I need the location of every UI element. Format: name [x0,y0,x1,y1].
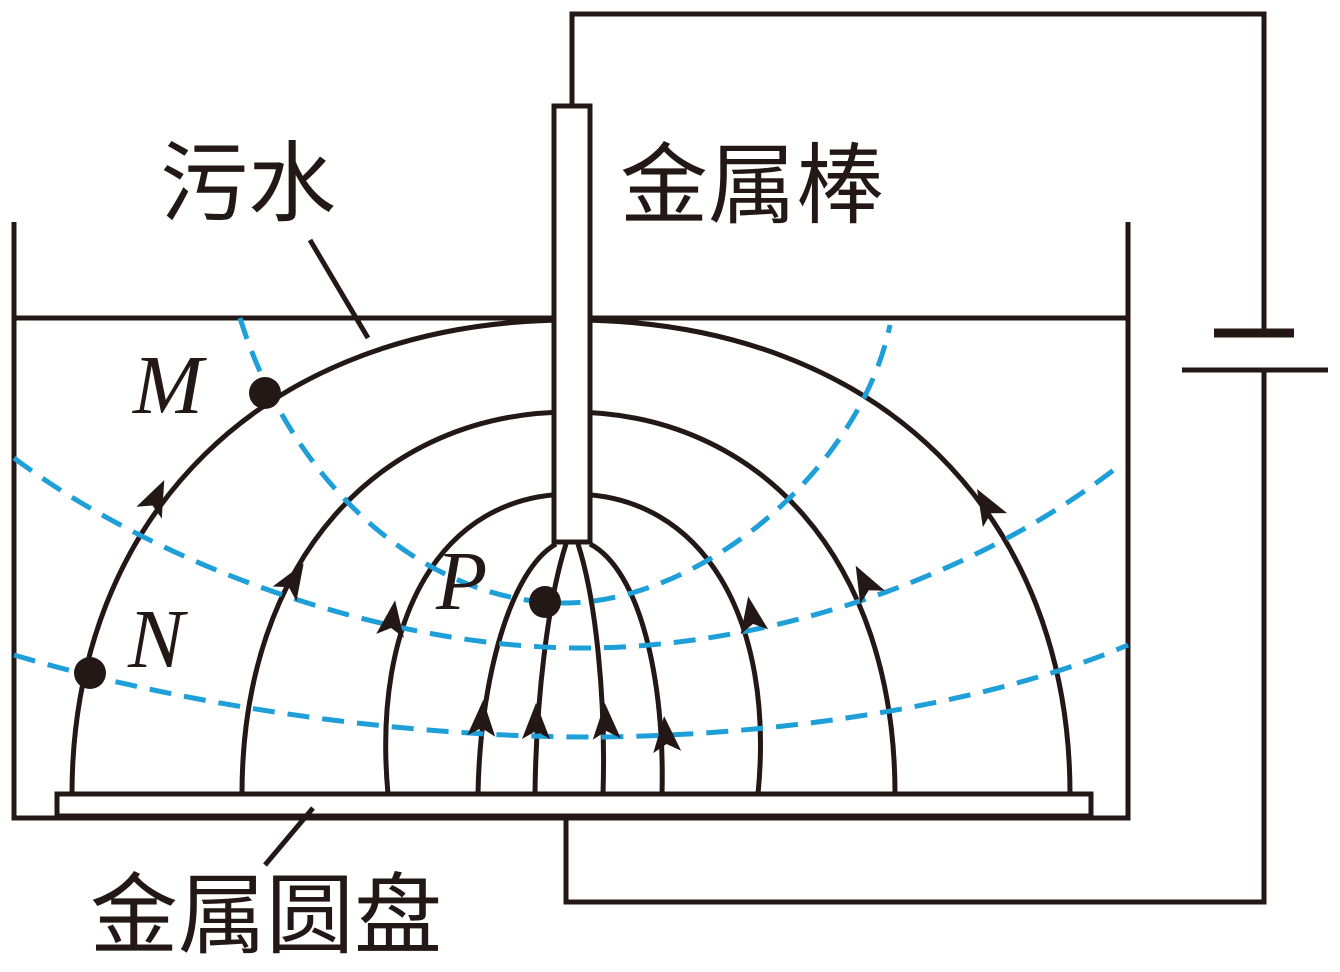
label-metal-rod: 金属棒 [620,134,885,237]
wire-top [569,11,1267,333]
arrowhead-icon [653,716,682,754]
arrowhead-icon [376,600,404,638]
label-metal-disk: 金属圆盘 [90,864,443,967]
arrowhead-icon [136,480,165,519]
metal-rod [551,103,593,545]
label-sewage: 污水 [160,132,337,235]
arrowhead-icon [977,488,1008,528]
label-point-m: M [133,339,203,432]
field-line-core-2 [532,543,569,795]
equipotential-3 [13,642,1129,740]
point-m-dot [249,377,281,409]
equipotential-2 [12,455,1122,651]
arrowhead-icon [855,565,885,604]
field-line-core-3 [575,543,607,795]
field-line-core-1 [475,541,558,795]
label-point-p: P [436,535,488,628]
label-point-n: N [128,593,185,686]
arrowhead-icon [272,563,304,602]
point-p-dot [529,586,561,618]
pointer-disk [263,806,315,867]
field-line-core-4 [588,541,665,795]
pointer-sewage [307,238,371,340]
arrowhead-icon [522,703,550,739]
arrowhead-icon [740,596,769,635]
metal-disk [54,791,1094,819]
point-n-dot [74,657,106,689]
wire-bottom [563,370,1267,905]
arrowhead-icon [592,703,621,740]
arrowhead-icon [467,700,496,737]
